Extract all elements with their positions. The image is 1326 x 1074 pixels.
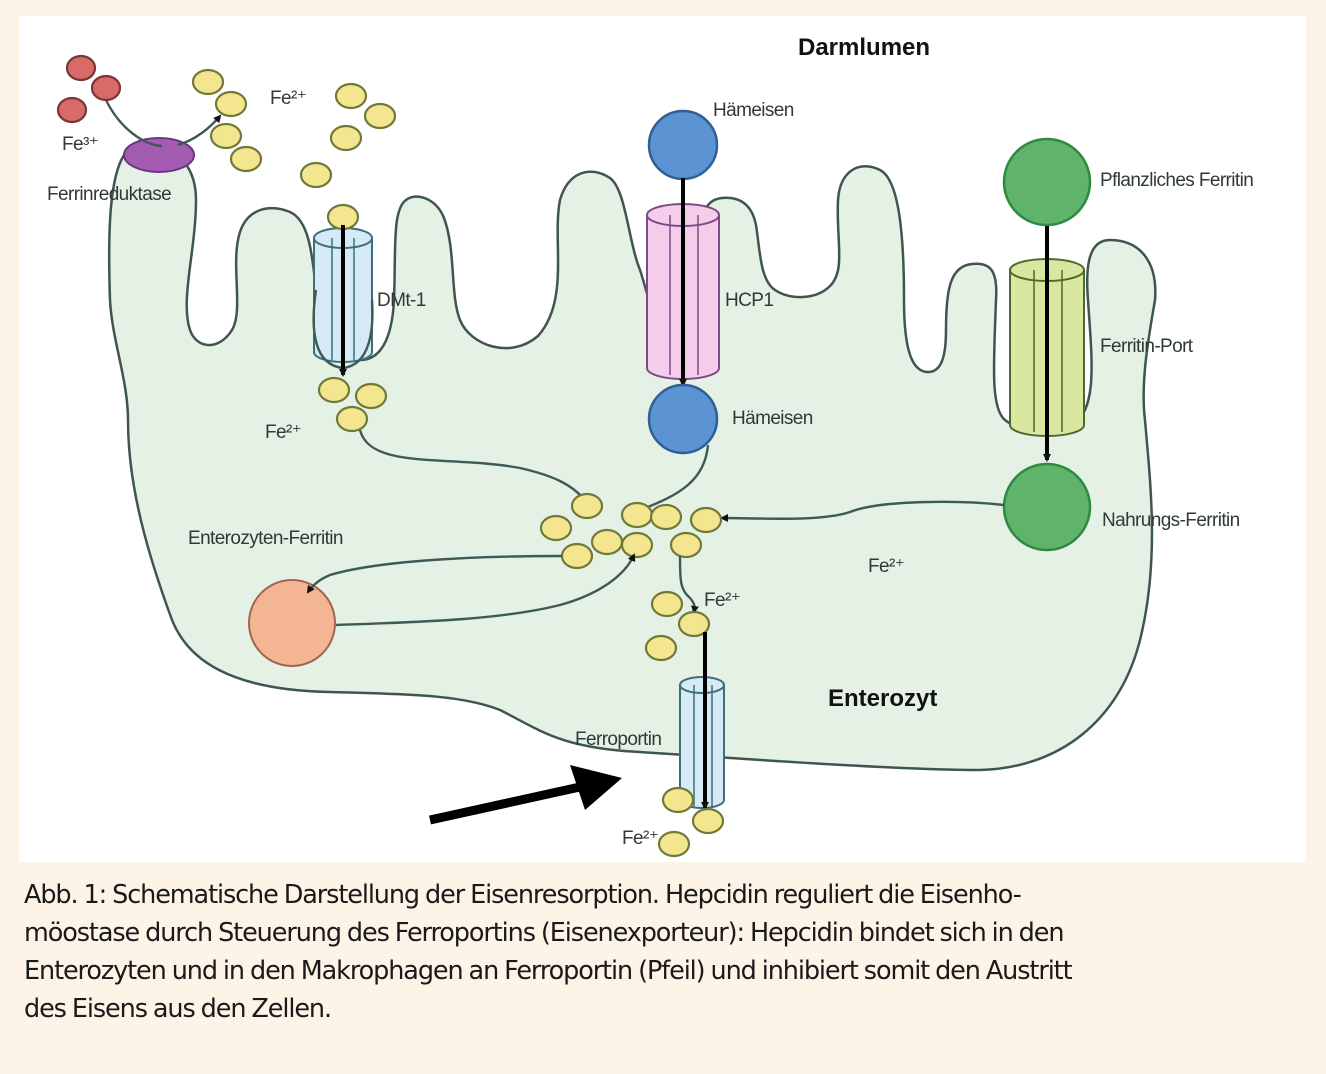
pool-to-export-arrow	[678, 555, 699, 614]
heme-iron-lumen	[647, 109, 719, 181]
enterocyte-membrane	[107, 148, 1157, 772]
fe2-ion	[191, 68, 225, 96]
fe2-ion	[649, 503, 683, 531]
caption-line: möostase durch Steuerung des Ferroportin…	[24, 918, 1065, 948]
dietary-ferritin-to-pool-arrow	[720, 500, 1005, 523]
ferritin-port-label: Ferritin-Port	[1100, 336, 1194, 357]
ferrireductase-protein	[123, 137, 195, 173]
heme-iron-cell	[647, 383, 719, 455]
fe2-ion	[214, 90, 248, 118]
fe3-pathway-line	[103, 97, 163, 148]
fe3-ion	[65, 54, 97, 82]
ferroportin-label: Ferroportin	[575, 729, 661, 750]
hcp1-label: HCP1	[725, 290, 773, 311]
heme-iron-cell-label: Hämeisen	[732, 408, 813, 429]
fe2-ion	[229, 145, 263, 173]
dietary-ferritin	[1002, 462, 1092, 552]
hepcidin-pointer-arrow-head	[570, 765, 622, 810]
fe2-ion	[329, 124, 363, 152]
fe2-cytosol-label: Fe²⁺	[868, 556, 904, 577]
fe2-ion	[354, 382, 388, 410]
heme-to-pool-arrow	[638, 444, 710, 512]
iron-absorption-diagram: Darmlumen Enterozyt Fe³⁺ Fe²⁺ Fe²⁺ Fe²⁺ …	[47, 34, 1254, 858]
fe2-ion	[620, 531, 654, 559]
fe2-ion	[334, 82, 368, 110]
fe2-ion	[661, 786, 695, 814]
fe2-ion	[677, 610, 711, 638]
fe2-blood-label: Fe²⁺	[622, 828, 658, 849]
fe2-conversion-arrow	[177, 114, 222, 147]
storage-to-pool-arrow	[335, 553, 636, 627]
fe2-to-pool-arrow	[358, 429, 587, 502]
plant-ferritin	[1002, 137, 1092, 227]
fe2-ion	[363, 102, 397, 130]
pool-to-storage-arrow	[306, 554, 563, 594]
dmt1-label: DMt-1	[377, 290, 426, 311]
fe2-lumen-label: Fe²⁺	[270, 88, 306, 109]
figure-caption: Abb. 1: Schematische Darstellung der Eis…	[24, 876, 1304, 1028]
fe2-ion	[299, 161, 333, 189]
fe2-ion	[560, 542, 594, 570]
caption-line: Enterozyten und in den Makrophagen an Fe…	[24, 956, 1073, 986]
plant-ferritin-label: Pflanzliches Ferritin	[1100, 170, 1253, 191]
fe2-dmt-label: Fe²⁺	[265, 422, 301, 443]
enterocyte-ferritin-label: Enterozyten-Ferritin	[188, 528, 343, 549]
fe2-export-label: Fe²⁺	[704, 590, 740, 611]
fe2-ion	[590, 528, 624, 556]
enterocyte-label: Enterozyt	[828, 685, 937, 712]
fe2-ion	[570, 492, 604, 520]
fe2-ion	[689, 506, 723, 534]
dietary-ferritin-label: Nahrungs-Ferritin	[1102, 510, 1240, 531]
fe2-ion	[539, 514, 573, 542]
fe2-ion	[620, 501, 654, 529]
caption-line: des Eisens aus den Zellen.	[24, 994, 332, 1024]
ferrireductase-label: Ferrinreduktase	[47, 184, 171, 205]
ferroportin-channel	[679, 676, 725, 809]
fe3-ion	[56, 96, 88, 124]
figure-panel: Darmlumen Enterozyt Fe³⁺ Fe²⁺ Fe²⁺ Fe²⁺ …	[19, 16, 1306, 862]
caption-line: Abb. 1: Schematische Darstellung der Eis…	[24, 880, 1022, 910]
enterocyte-ferritin	[248, 579, 336, 667]
fe2-ion	[669, 531, 703, 559]
fe2-ion	[644, 634, 678, 662]
fe3-ion	[90, 74, 122, 102]
lumen-label: Darmlumen	[798, 34, 930, 61]
fe2-ion	[657, 830, 691, 858]
hepcidin-pointer-arrow-shaft	[429, 778, 599, 825]
fe2-ion	[691, 807, 725, 835]
fe2-ion	[650, 590, 684, 618]
fe2-ion	[317, 376, 351, 404]
fe3-label: Fe³⁺	[62, 134, 98, 155]
fe2-ion	[335, 405, 369, 433]
heme-iron-lumen-label: Hämeisen	[713, 100, 794, 121]
fe2-ion	[209, 122, 243, 150]
